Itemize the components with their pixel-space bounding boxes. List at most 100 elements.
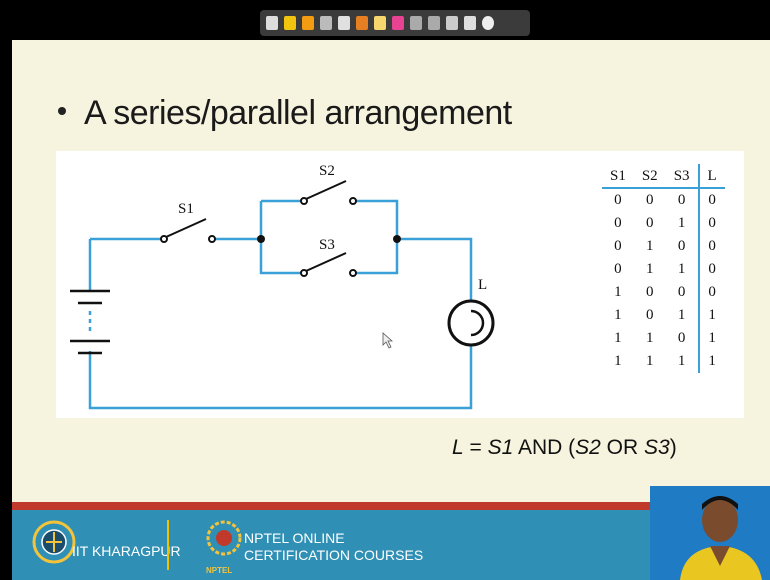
- eq-equals: =: [463, 436, 488, 459]
- cell: 0: [646, 284, 654, 300]
- undo-icon[interactable]: [410, 16, 422, 30]
- header-s2: S2: [633, 164, 666, 189]
- mouse-cursor-icon: [382, 332, 394, 349]
- cell: 0: [646, 192, 654, 208]
- presenter-icon: [650, 486, 770, 580]
- cell: 1: [697, 327, 725, 350]
- redo-icon[interactable]: [428, 16, 440, 30]
- eq-s1: S1: [487, 436, 514, 459]
- text-icon[interactable]: [374, 16, 386, 30]
- bullet-text: A series/parallel arrangement: [84, 94, 512, 132]
- eq-s3: S3: [644, 436, 670, 459]
- cell: 1: [697, 304, 725, 327]
- eq-s2: S2: [575, 436, 601, 459]
- wire-bottom: [88, 346, 473, 410]
- slide-bullet: A series/parallel arrangement: [58, 94, 512, 133]
- header-s3: S3: [665, 164, 699, 189]
- wire-parallel-left: [259, 201, 304, 275]
- switch-s1-terminal-a: [160, 235, 168, 243]
- cell: 0: [646, 215, 654, 231]
- switch-s3-terminal-a: [300, 269, 308, 277]
- cell: 1: [646, 238, 654, 254]
- truth-table-header: S1 S2 S3 L: [602, 164, 725, 189]
- bullet-dot: [58, 107, 66, 116]
- cell: 0: [614, 238, 622, 254]
- slide: A series/parallel arrangement: [12, 6, 770, 580]
- circuit-diagram: S1 S2 S3 L: [70, 163, 495, 410]
- footer-divider: [167, 520, 169, 570]
- cell: 0: [697, 188, 725, 212]
- eq-and: AND (: [513, 436, 576, 459]
- cell: 0: [697, 235, 725, 258]
- top-bar: [12, 6, 770, 40]
- label-s2: S2: [319, 163, 335, 179]
- label-s1: S1: [178, 201, 194, 217]
- switch-s3-blade: [305, 252, 347, 272]
- cell: 1: [697, 350, 725, 373]
- wire-to-lamp: [397, 237, 473, 301]
- cell: 1: [614, 307, 622, 323]
- eq-or: OR: [600, 436, 645, 459]
- switch-s2-terminal-b: [349, 197, 357, 205]
- cell: 1: [677, 261, 686, 277]
- header-l: L: [697, 164, 725, 189]
- eq-lhs: L: [452, 436, 464, 459]
- junction-right: [393, 235, 401, 243]
- cell: 0: [697, 258, 725, 281]
- wire-parallel-right: [353, 199, 399, 275]
- eraser-icon[interactable]: [320, 16, 332, 30]
- select-icon[interactable]: [446, 16, 458, 30]
- cell: 0: [614, 215, 622, 231]
- presenter-webcam: [650, 486, 770, 580]
- screen-icon[interactable]: [464, 16, 476, 30]
- footer-banner: IIT KHARAGPUR NPTEL ONLINE CERTIFICATION…: [12, 510, 770, 580]
- nptel-line2: CERTIFICATION COURSES: [244, 547, 424, 563]
- cell: 1: [646, 330, 654, 346]
- iit-logo-icon: [32, 520, 76, 564]
- switch-s3-terminal-b: [349, 269, 357, 277]
- highlighter-icon[interactable]: [302, 16, 314, 30]
- color-icon[interactable]: [392, 16, 404, 30]
- switch-s1-blade: [165, 218, 207, 238]
- lamp-bulb: [447, 299, 495, 347]
- switch-s2-terminal-a: [300, 197, 308, 205]
- nptel-line1: NPTEL ONLINE: [244, 530, 345, 546]
- close-icon[interactable]: [482, 16, 494, 30]
- cell: 1: [677, 215, 686, 231]
- cell: 1: [646, 261, 654, 277]
- cell: 1: [614, 284, 622, 300]
- circuit-figure: S1 S2 S3 L: [56, 151, 744, 418]
- pointer-icon[interactable]: [266, 16, 278, 30]
- label-s3: S3: [319, 237, 335, 253]
- pen-icon[interactable]: [284, 16, 296, 30]
- lamp-filament: [470, 309, 485, 337]
- boolean-equation: L = S1 AND (S2 OR S3): [452, 436, 677, 460]
- cell: 1: [614, 353, 622, 369]
- cell: 0: [677, 238, 686, 254]
- junction-left: [257, 235, 265, 243]
- line-icon[interactable]: [338, 16, 350, 30]
- nptel-courses-label: NPTEL ONLINE CERTIFICATION COURSES: [244, 530, 423, 564]
- label-lamp: L: [478, 277, 487, 293]
- footer-stripe: [12, 502, 770, 510]
- cell: 0: [677, 284, 686, 300]
- annotation-toolbar: [260, 10, 530, 36]
- nptel-small-label: NPTEL: [206, 566, 233, 575]
- cell: 0: [614, 192, 622, 208]
- shape-icon[interactable]: [356, 16, 368, 30]
- cell: 0: [677, 192, 686, 208]
- eq-close: ): [669, 436, 677, 459]
- switch-s2-blade: [305, 180, 347, 200]
- iit-kharagpur-label: IIT KHARAGPUR: [72, 543, 181, 559]
- header-s1: S1: [602, 164, 634, 189]
- cell: 1: [614, 330, 622, 346]
